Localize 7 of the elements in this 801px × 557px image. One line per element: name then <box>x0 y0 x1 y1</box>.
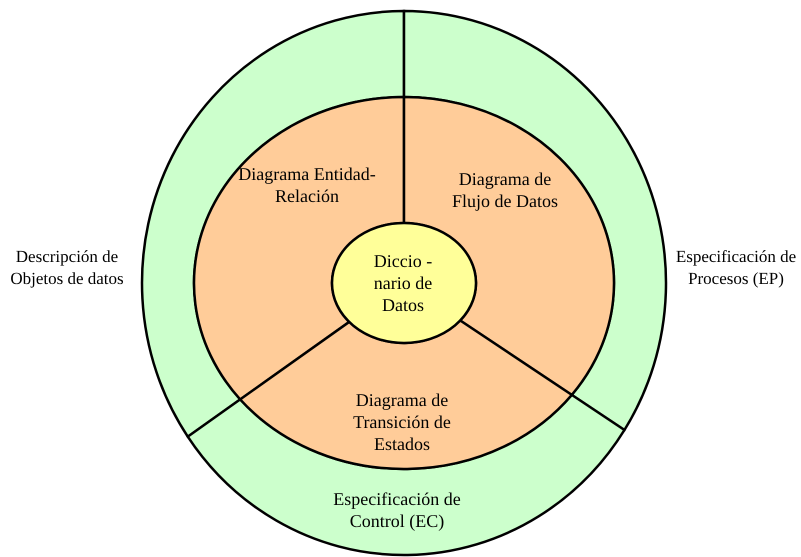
segment-label: Diagrama de Transición de Estados <box>352 389 452 455</box>
segment-label: Especificación de Procesos (EP) <box>674 246 798 290</box>
segment-label: Descripción de Objetos de datos <box>9 246 125 290</box>
segment-label: Diagrama Entidad-Relación <box>237 163 377 207</box>
segment-label: Diagrama de Flujo de Datos <box>451 168 559 212</box>
segment-label: Especificación de Control (EC) <box>332 488 462 532</box>
segment-label: Diccio - nario de Datos <box>372 250 434 316</box>
